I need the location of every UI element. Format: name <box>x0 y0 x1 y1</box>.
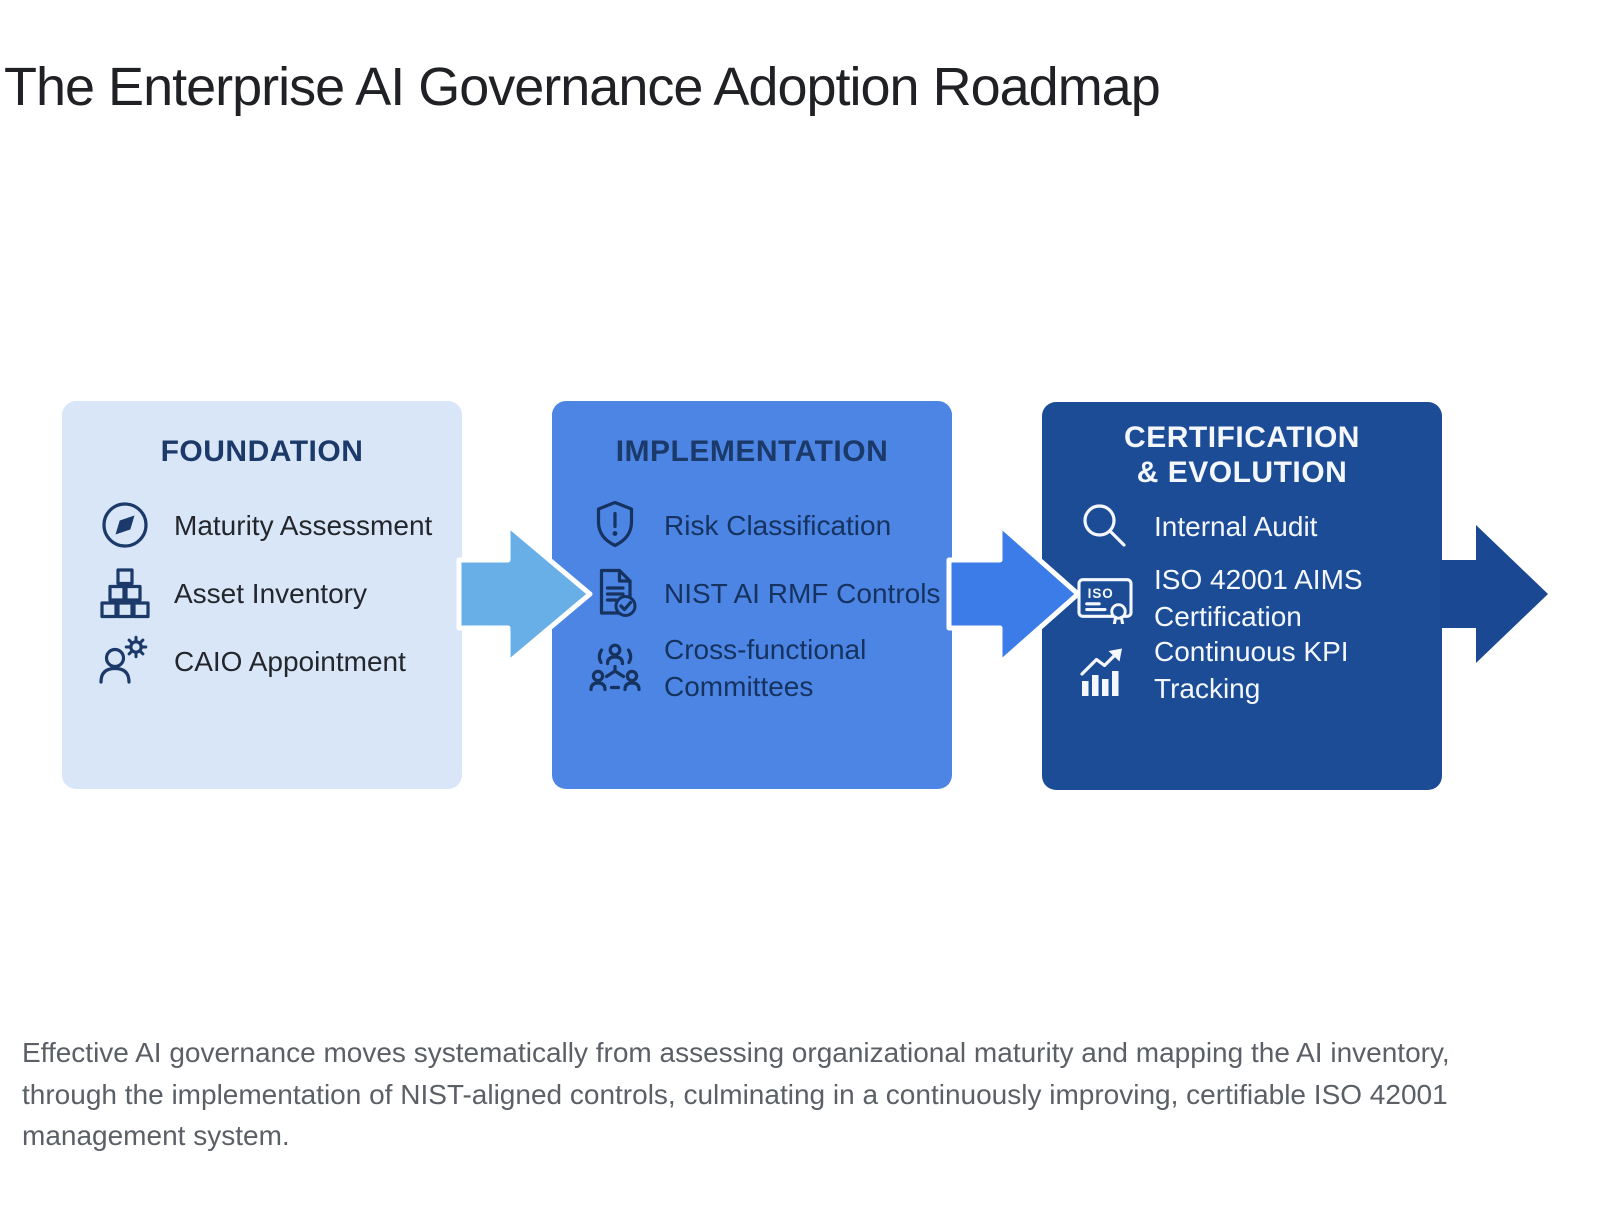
blocks-icon <box>96 567 154 619</box>
shield-alert-icon <box>586 499 644 551</box>
stage-certification-evolution: CERTIFICATION & EVOLUTION Internal Audit… <box>1042 402 1442 790</box>
item-label: Cross-functional Committees <box>664 634 867 702</box>
roadmap-item-maturity-assessment: Maturity Assessment <box>96 500 456 550</box>
page-title: The Enterprise AI Governance Adoption Ro… <box>4 57 1161 117</box>
document-check-icon <box>586 567 644 619</box>
roadmap-item-internal-audit: Internal Audit <box>1076 501 1436 551</box>
stage-foundation-title: FOUNDATION <box>160 435 364 468</box>
item-label: Risk Classification <box>664 509 892 541</box>
stage-certification-title: CERTIFICATION & EVOLUTION <box>1124 421 1360 489</box>
roadmap-item-cross-functional-committees: Cross-functional Committees <box>586 629 946 707</box>
iso-certificate-icon: ISO <box>1076 572 1134 624</box>
roadmap-item-risk-classification: Risk Classification <box>586 500 946 550</box>
item-label: ISO 42001 AIMS Certification <box>1154 564 1363 632</box>
item-label: NIST AI RMF Controls <box>664 577 941 609</box>
stage-implementation: IMPLEMENTATION Risk Classification <box>552 401 952 789</box>
item-label: CAIO Appointment <box>174 645 406 677</box>
roadmap-item-iso-42001-certification: ISO ISO 42001 AIMS Certification <box>1076 559 1436 637</box>
roadmap-item-caio-appointment: CAIO Appointment <box>96 634 456 688</box>
kpi-chart-icon <box>1076 644 1134 696</box>
magnifier-icon <box>1076 500 1134 552</box>
roadmap-item-nist-rmf-controls: NIST AI RMF Controls <box>586 568 946 618</box>
committee-icon <box>586 642 644 694</box>
stage-implementation-title: IMPLEMENTATION <box>615 435 889 468</box>
item-label: Asset Inventory <box>174 577 367 609</box>
arrow-continuation <box>1440 525 1548 663</box>
person-gear-icon <box>96 634 154 688</box>
item-label: Maturity Assessment <box>174 509 433 541</box>
svg-text:ISO: ISO <box>1088 586 1114 601</box>
figure-caption: Effective AI governance moves systematic… <box>22 1037 1450 1151</box>
roadmap-item-asset-inventory: Asset Inventory <box>96 567 456 619</box>
compass-icon <box>96 499 154 551</box>
stage-foundation: FOUNDATION Maturity Assessment <box>62 401 462 789</box>
roadmap-item-continuous-kpi-tracking: Continuous KPI Tracking <box>1076 631 1436 709</box>
item-label: Internal Audit <box>1154 510 1318 542</box>
item-label: Continuous KPI Tracking <box>1154 636 1349 704</box>
